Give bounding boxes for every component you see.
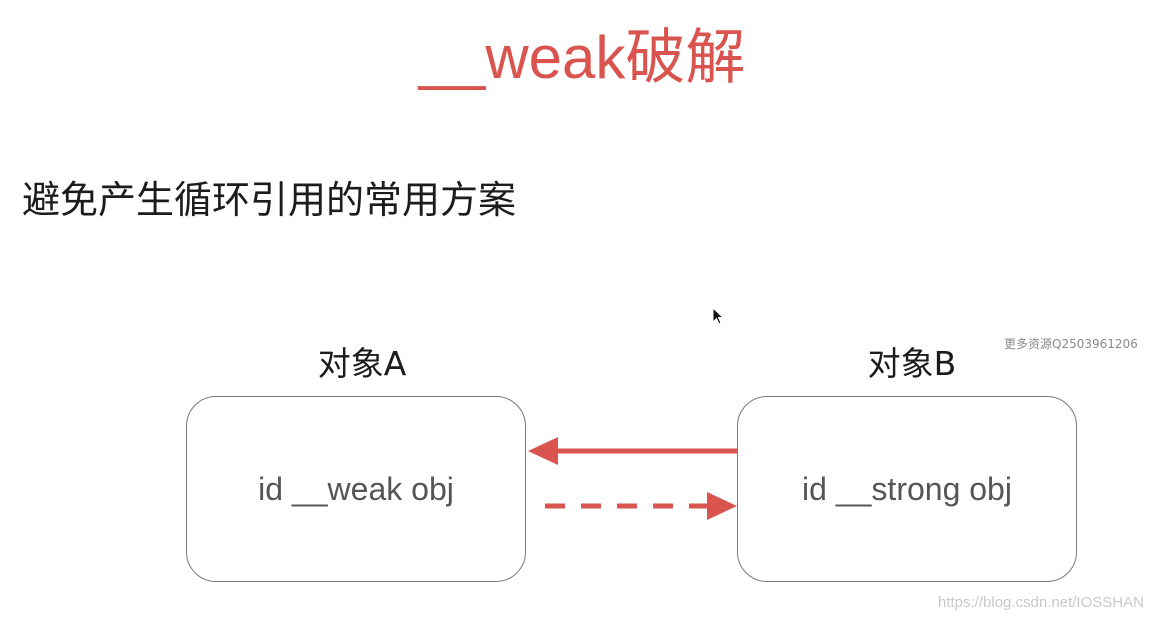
watermark-side: 更多资源Q2503961206	[1004, 337, 1138, 351]
mouse-cursor-icon	[712, 307, 724, 325]
object-a-box: id __weak obj	[186, 396, 526, 582]
object-a-label: 对象A	[317, 344, 407, 383]
strong-reference-arrow	[528, 437, 737, 465]
watermark-url: https://blog.csdn.net/IOSSHAN	[938, 594, 1144, 611]
slide-title: __weak破解	[418, 24, 746, 91]
weak-reference-arrow	[545, 492, 737, 520]
object-a-content: id __weak obj	[258, 470, 454, 507]
object-b-content: id __strong obj	[802, 470, 1012, 507]
object-b-box: id __strong obj	[737, 396, 1077, 582]
object-b-label: 对象B	[867, 344, 957, 383]
slide-subtitle: 避免产生循环引用的常用方案	[22, 178, 517, 222]
